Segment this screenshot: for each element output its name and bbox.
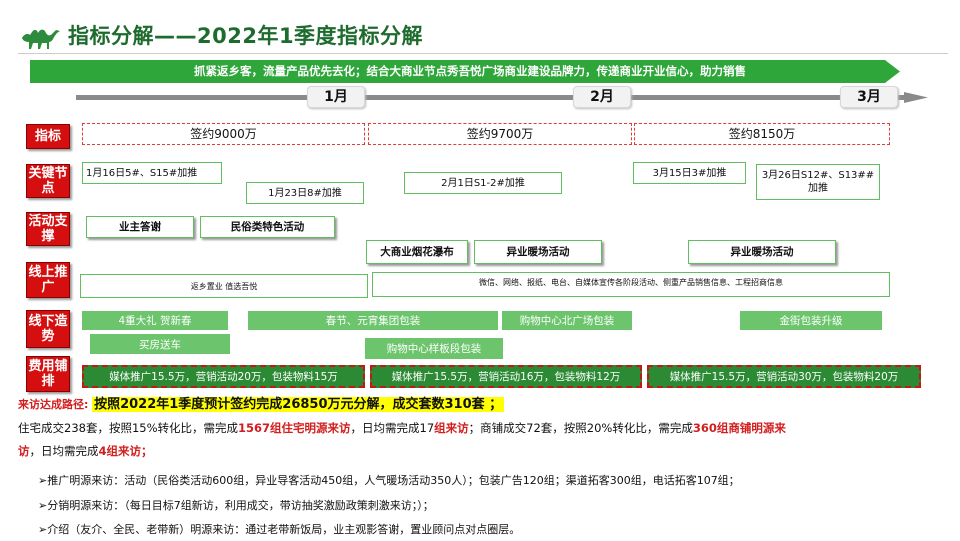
line3-red-2: 4组来访；: [98, 444, 153, 458]
title-divider: [18, 53, 948, 54]
row-label-offline: 线下造势: [26, 310, 70, 348]
bullet-distribution: ➢分销明源来访：（每日目标7组新访，利用成交，带访抽奖激励政策刺激来访；）；: [38, 499, 434, 512]
row-label-activity: 活动支撑: [26, 212, 70, 246]
row-label-key-nodes: 关键节点: [26, 164, 70, 198]
line2-red-2: 组来访: [434, 421, 469, 435]
online-jan: 返乡置业 值选吾悦: [80, 274, 368, 298]
offline-spring-festival: 春节、元宵集团包装: [248, 311, 498, 330]
offline-north-plaza: 购物中心北广场包装: [502, 311, 632, 330]
activity-owner-thanks: 业主答谢: [86, 216, 194, 238]
cost-jan: 媒体推广15.5万，营销活动20万，包装物料15万: [82, 365, 365, 388]
offline-new-year-gifts: 4重大礼 贺新春: [82, 311, 228, 330]
activity-warmup-mar: 异业暖场活动: [688, 240, 836, 264]
visit-route-line-3: 访，日均需完成4组来访；: [18, 443, 153, 460]
offline-house-car: 买房送车: [90, 334, 230, 354]
line3-red-1: 访: [18, 444, 30, 458]
visit-route-line-2: 住宅成交238套，按照15%转化比，需完成1567组住宅明源来访，日均需完成17…: [18, 420, 786, 437]
activity-fireworks: 大商业烟花瀑布: [366, 240, 468, 264]
activity-warmup-feb: 异业暖场活动: [474, 240, 602, 264]
visit-route-line-1: 来访达成路径: 按照2022年1季度预计签约完成26850万元分解，成交套数31…: [18, 396, 505, 413]
banner-text: 抓紧返乡客，流量产品优先去化；结合大商业节点秀吾悦广场商业建设品牌力，传递商业开…: [194, 64, 746, 78]
cost-mar: 媒体推广15.5万，营销活动30万，包装物料20万: [647, 365, 921, 388]
line2-red-3: 360组商铺明源来: [692, 421, 786, 435]
bullet-referral: ➢介绍（友介、全民、老带新）明源来访：通过老带新饭局，业主观影答谢，置业顾问点对…: [38, 523, 521, 536]
row-label-online: 线上推广: [26, 262, 70, 298]
cost-feb: 媒体推广15.5万，营销活动16万，包装物料12万: [370, 365, 642, 388]
key-node-feb-1: 2月1日S1-2#加推: [404, 172, 562, 194]
camel-logo-icon: [22, 29, 60, 49]
offline-gold-street: 金街包装升级: [740, 311, 882, 330]
row-label-target: 指标: [26, 124, 70, 149]
line3-text-a: ，日均需完成: [29, 444, 99, 458]
timeline-arrow: [76, 92, 928, 103]
online-feb-mar: 微信、网络、报纸、电台、自媒体宣传各阶段活动、侧重产品销售信息、工程招商信息: [372, 272, 890, 297]
banner-arrow-shape: [30, 60, 900, 83]
target-feb: 签约9700万: [368, 123, 632, 145]
visit-route-label: 来访达成路径:: [18, 398, 89, 411]
key-node-jan-23: 1月23日8#加推: [246, 182, 364, 204]
target-mar: 签约8150万: [634, 123, 890, 145]
key-node-mar-15: 3月15日3#加推: [633, 162, 746, 184]
key-node-mar-26: 3月26日S12#、S13##加推: [756, 164, 880, 200]
visit-route-highlight: 按照2022年1季度预计签约完成26850万元分解，成交套数310套 ；: [92, 397, 505, 412]
row-label-cost: 费用铺排: [26, 356, 70, 392]
bullet-promotion: ➢推广明源来访：活动（民俗类活动600组，异业导客活动450组，人气暖场活动35…: [38, 474, 740, 487]
key-node-jan-16: 1月16日5#、S15#加推: [82, 162, 222, 184]
line2-text-c: ；商铺成交72套，按照20%转化比，需完成: [468, 421, 693, 435]
line2-red-1: 1567组住宅明源来访: [238, 421, 351, 435]
strategy-banner: 抓紧返乡客，流量产品优先去化；结合大商业节点秀吾悦广场商业建设品牌力，传递商业开…: [30, 60, 900, 83]
target-jan: 签约9000万: [82, 123, 365, 145]
offline-sample-section: 购物中心样板段包装: [365, 338, 503, 359]
activity-folk-custom: 民俗类特色活动: [200, 216, 335, 238]
month-mar: 3月: [840, 86, 898, 108]
month-jan: 1月: [307, 86, 365, 108]
month-feb: 2月: [573, 86, 631, 108]
line2-text-b: ，日均需完成17: [350, 421, 435, 435]
page-title: 指标分解——2022年1季度指标分解: [68, 24, 424, 48]
line2-text-a: 住宅成交238套，按照15%转化比，需完成: [18, 421, 239, 435]
